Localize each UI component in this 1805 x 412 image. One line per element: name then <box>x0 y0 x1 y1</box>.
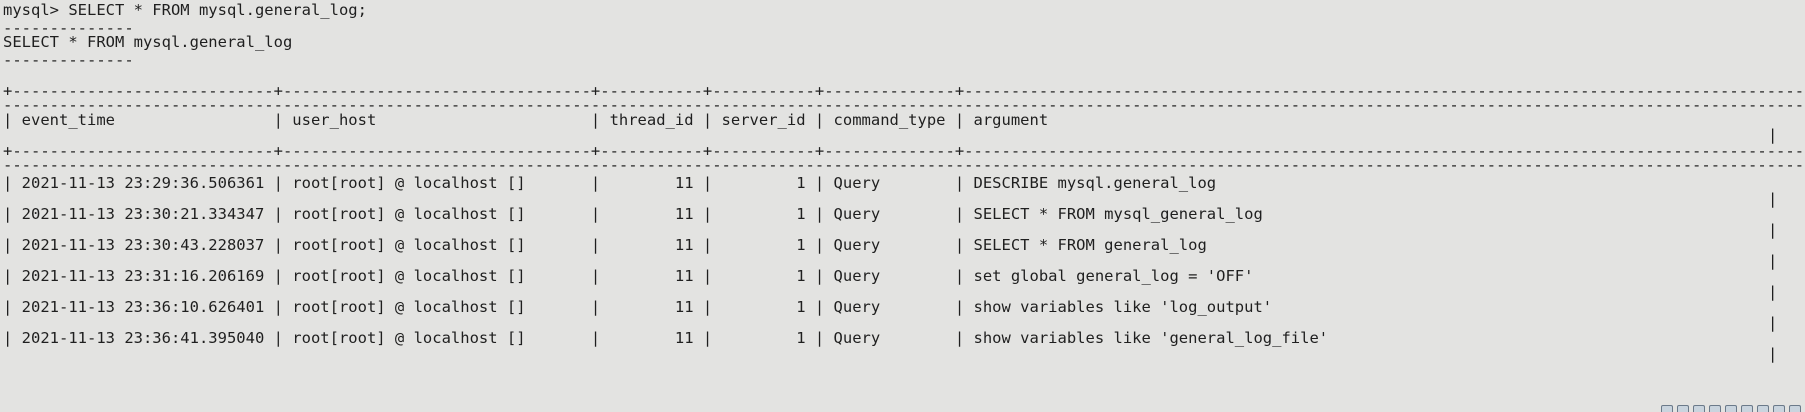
keyboard-icon[interactable] <box>1725 405 1737 412</box>
system-tray <box>1591 402 1805 412</box>
table-row: | 2021-11-13 23:31:16.206169 | root[root… <box>3 267 1254 285</box>
table-row: | 2021-11-13 23:29:36.506361 | root[root… <box>3 174 1217 192</box>
table-row: | 2021-11-13 23:30:21.334347 | root[root… <box>3 205 1263 223</box>
table-row: | 2021-11-13 23:30:43.228037 | root[root… <box>3 236 1207 254</box>
table-header-row: | event_time | user_host | thread_id | s… <box>3 111 1049 129</box>
window-icon[interactable] <box>1773 405 1785 412</box>
row-wrap-bar: | <box>1768 221 1778 239</box>
row-wrap-bar: | <box>1768 314 1778 332</box>
table-border-header: +----------------------------+----------… <box>3 142 1805 160</box>
row-wrap-bar: | <box>1768 252 1778 270</box>
row-wrap-bar: | <box>1768 283 1778 301</box>
row-wrap-bar: | <box>1768 190 1778 208</box>
network-icon[interactable] <box>1661 405 1673 412</box>
window-icon[interactable] <box>1757 405 1769 412</box>
table-row: | 2021-11-13 23:36:41.395040 | root[root… <box>3 329 1329 347</box>
table-border-top-wrap: ----------------------------------------… <box>3 96 1805 114</box>
battery-icon[interactable] <box>1693 405 1705 412</box>
table-border-top: +----------------------------+----------… <box>3 82 1805 100</box>
window-icon[interactable] <box>1789 405 1801 412</box>
volume-icon[interactable] <box>1677 405 1689 412</box>
separator-line: -------------- <box>3 19 134 37</box>
table-border-header-wrap: ----------------------------------------… <box>3 156 1805 174</box>
command-prompt-line: mysql> SELECT * FROM mysql.general_log; <box>3 1 367 19</box>
table-row: | 2021-11-13 23:36:10.626401 | root[root… <box>3 298 1273 316</box>
row-wrap-bar: | <box>1768 345 1778 363</box>
display-icon[interactable] <box>1709 405 1721 412</box>
echoed-query-line: SELECT * FROM mysql.general_log <box>3 33 293 51</box>
user-icon[interactable] <box>1741 405 1753 412</box>
header-wrap-bar: | <box>1768 126 1778 144</box>
separator-line: -------------- <box>3 51 134 69</box>
